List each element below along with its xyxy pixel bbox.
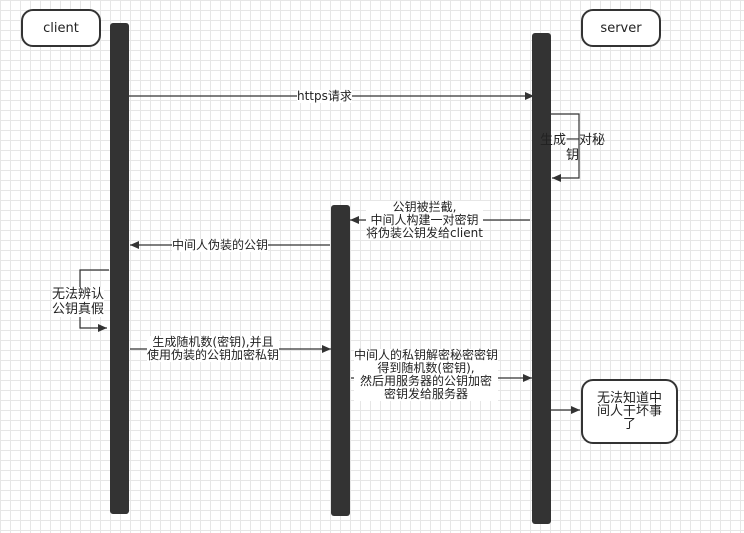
actor-server: server [581, 9, 661, 47]
label-client-self: 无法辨认 公钥真假 [52, 287, 105, 317]
label-server-self: 生成一对秘 钥 [540, 133, 606, 163]
label-fake-pubkey: 中间人伪装的公钥 [172, 238, 269, 252]
label-mitm-forward: 中间人的私钥解密秘密密钥 得到随机数(密钥), 然后用服务器的公钥加密 密钥发给… [354, 348, 499, 401]
label-client-send: 生成随机数(密钥),并且 使用伪装的公钥加密私钥 [147, 335, 280, 362]
label-intercept: 公钥被拦截, 中间人构建一对密钥 将伪装公钥发给client [366, 200, 483, 240]
server-lifeline [532, 33, 551, 524]
actor-client: client [21, 9, 101, 47]
label-https-request: https请求 [297, 89, 352, 103]
note-box: 无法知道中 间人干坏事 了 [581, 379, 678, 444]
mitm-lifeline [331, 205, 350, 516]
client-lifeline [110, 23, 129, 514]
arrow-server-self [551, 113, 580, 182]
